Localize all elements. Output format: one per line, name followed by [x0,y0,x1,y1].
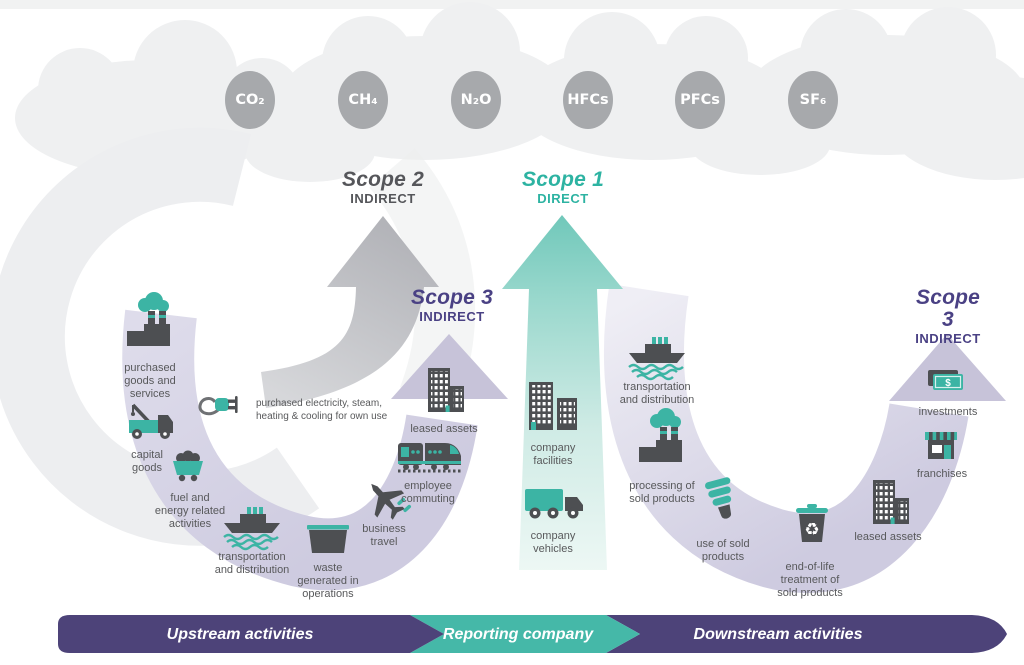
label-leased-assets-downstream: leased assets [854,531,922,543]
label-purchased-electricity: purchased electricity, steam, heating & … [256,398,388,422]
scope3-upstream-heading: Scope 3 INDIRECT [411,286,493,325]
footer-bar-upstream [58,615,444,653]
footer-upstream-label: Upstream activities [166,626,314,643]
scope2-arrow [261,216,439,408]
label-purchased-goods: purchased goods and services [124,362,176,400]
scope1-heading: Scope 1 DIRECT [522,168,604,207]
label-company-vehicles: company vehicles [530,530,576,555]
label-company-facilities: company facilities [530,442,576,467]
dollar-symbol-icon: $ [945,378,951,389]
storefront-icon [925,432,957,459]
label-business-travel: business travel [362,523,406,548]
gas-bubble-ch4: CH₄ [338,71,388,129]
footer-downstream-label: Downstream activities [693,626,863,643]
recycle-bin-icon: ♻ [796,504,828,542]
label-leased-assets-upstream: leased assets [410,423,478,435]
footer-bar-reporting [410,615,640,653]
label-end-of-life: end-of-life treatment of sold products [777,561,843,599]
scope1-arrow [502,215,623,570]
money-bills-icon: $ [928,370,963,390]
delivery-truck-icon [525,489,583,519]
label-use-of-sold: use of sold products [696,538,750,563]
scope1-title: Scope 1 [522,168,604,191]
power-plug-icon [198,396,238,416]
scope2-heading: Scope 2 INDIRECT [342,168,424,207]
gas-bubble-sf6: SF₆ [788,71,838,129]
label-investments: investments [918,406,978,418]
label-capital-goods: capital goods [131,449,163,474]
scope3-downstream-subtitle: INDIRECT [915,331,981,347]
company-facilities-icon [529,382,577,430]
gas-bubble-n2o: N₂O [451,71,501,129]
label-waste: waste generated in operations [297,562,359,600]
gas-bubble-hfcs: HFCs [563,71,613,129]
footer-bar-downstream [606,615,1007,653]
label-fuel-energy: fuel and energy related activities [154,492,226,530]
mine-cart-icon [173,450,203,482]
scope3-upstream-subtitle: INDIRECT [419,309,485,325]
recycle-symbol-icon: ♻ [804,520,819,539]
scope2-title: Scope 2 [342,168,424,191]
scope3-downstream-arc [603,283,1006,593]
footer-reporting-label: Reporting company [442,626,594,643]
label-transport-downstream: transportation and distribution [619,381,695,406]
label-franchises: franchises [916,468,968,480]
scope3-upstream-arc [122,309,508,591]
cfl-bulb-icon [705,477,732,519]
scope1-subtitle: DIRECT [537,191,589,207]
gas-bubble-pfcs: PFCs [675,71,725,129]
label-employee-commuting: employee commuting [401,480,455,505]
train-icon [398,443,461,473]
scope3-upstream-title: Scope 3 [411,286,493,309]
waste-dumpster-icon [307,525,349,553]
label-processing: processing of sold products [629,480,695,505]
gas-bubble-co2: CO₂ [225,71,275,129]
airplane-icon [371,483,412,520]
scope2-subtitle: INDIRECT [350,191,416,207]
scope3-downstream-title: Scope 3 [915,286,981,332]
scope3-downstream-heading: Scope 3 INDIRECT [910,286,986,347]
label-transport-upstream: transportation and distribution [214,551,290,576]
footer-bar [58,615,1007,653]
crane-truck-icon [129,403,173,439]
